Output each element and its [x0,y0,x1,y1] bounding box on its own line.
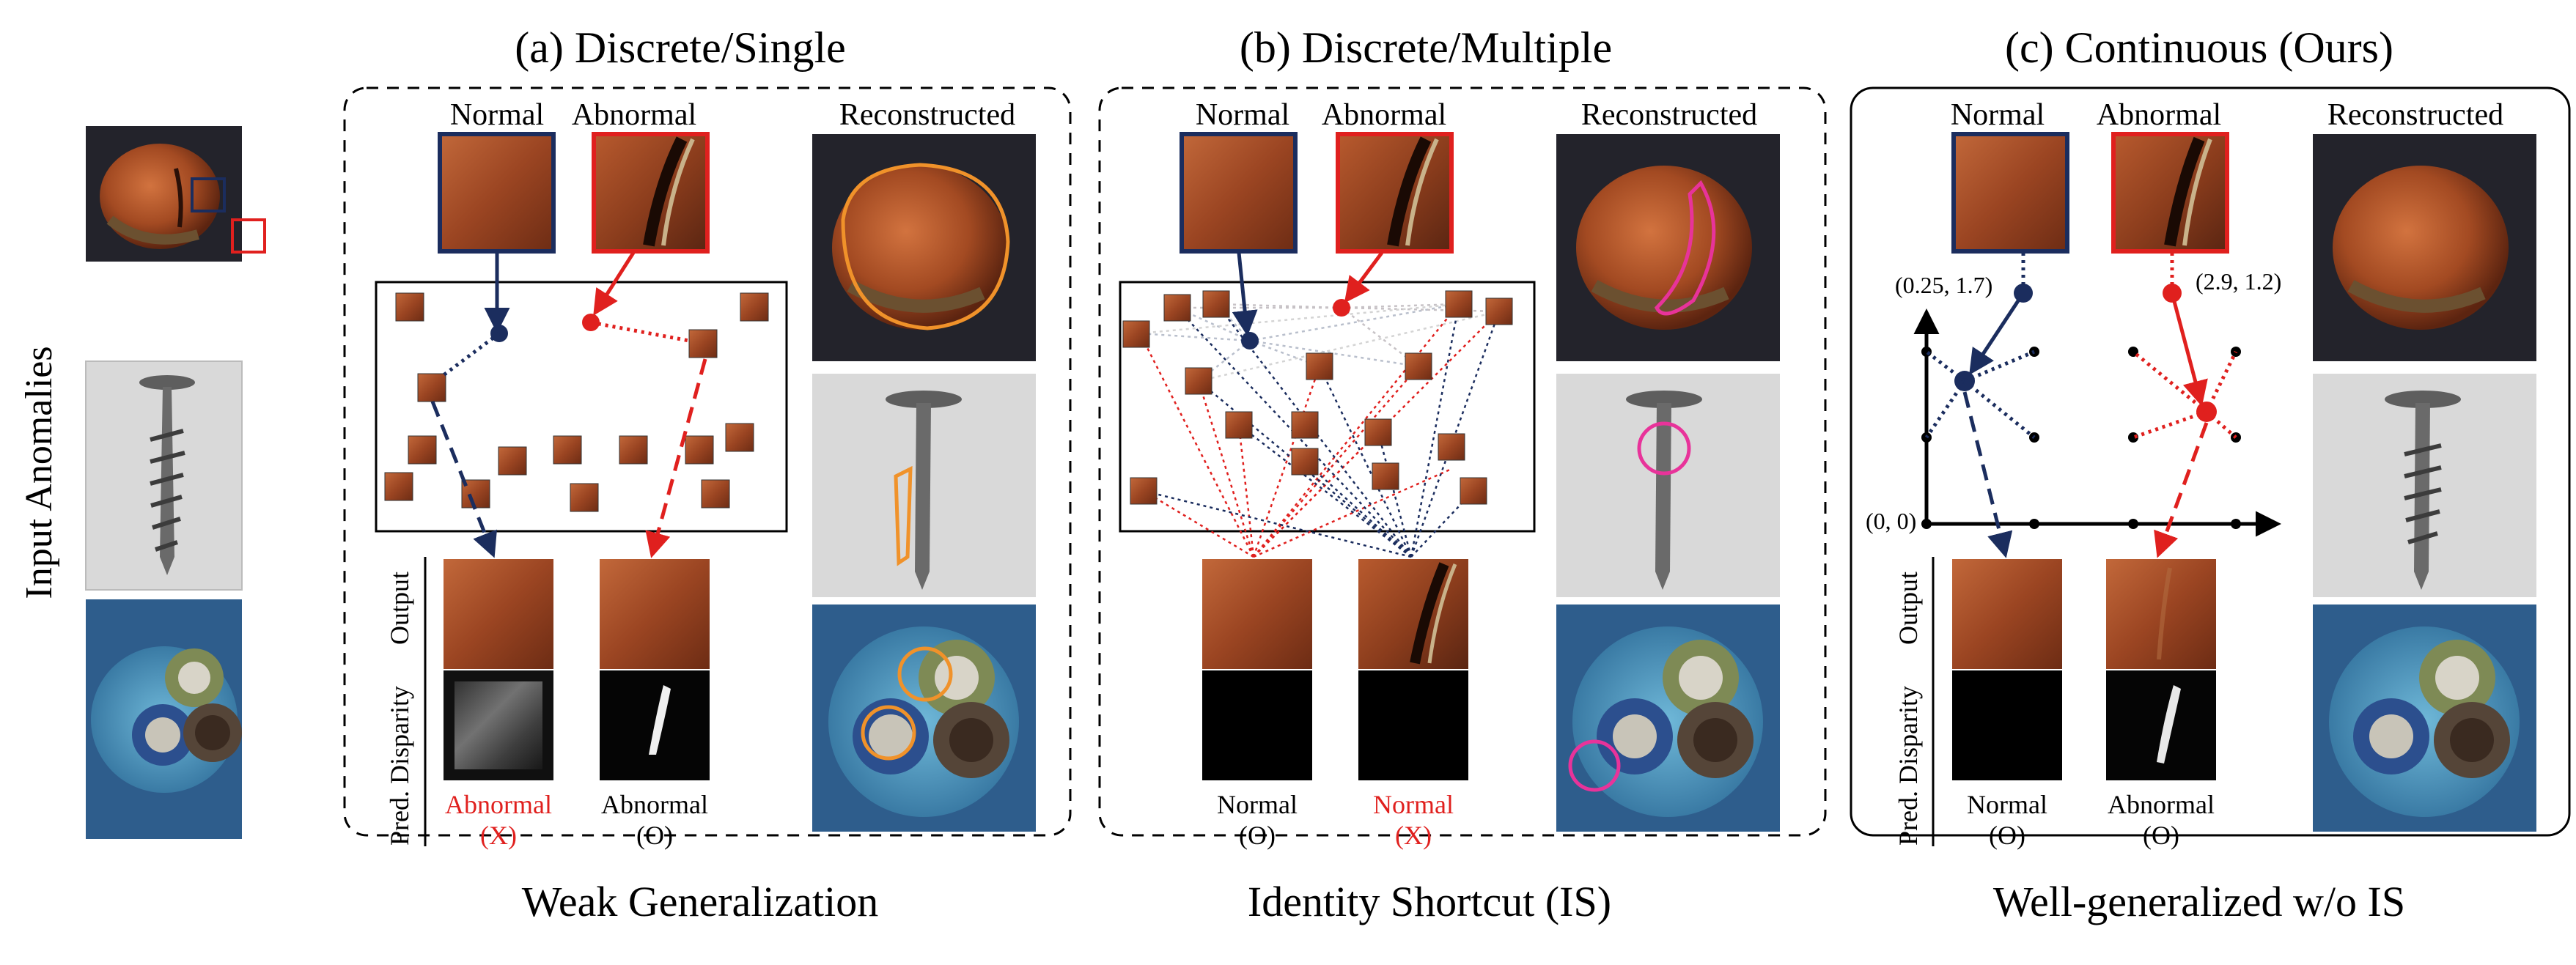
panel-b-pred-left-label: Normal [1217,790,1298,819]
panel-a-row-output-label: Output [385,572,414,645]
panel-c-reconstructed-label: Reconstructed [2327,98,2503,132]
panel-b-recon-hazelnut [1556,134,1780,361]
panel-a-codebook-box [375,281,788,533]
panel-b-normal-label: Normal [1196,98,1289,132]
panel-c-recon-hazelnut [2313,134,2536,361]
panel-c-disparity-left [1952,670,2062,780]
panel-c-disparity-right [2106,670,2216,780]
panel-b-disparity-right [1358,670,1468,780]
panel-a-disparity-right [600,670,710,780]
panel-a-pred-left-label: Abnormal [445,790,552,819]
panel-b-recon-screw [1556,374,1780,597]
panel-b-abnormal-label: Abnormal [1322,98,1446,132]
panel-b-codebook-patches [1122,290,1513,505]
abnormal-region-box [231,218,266,254]
panel-a-pred-left-mark: (X) [480,821,517,850]
panel-b-caption: Identity Shortcut (IS) [1248,878,1611,925]
panel-a-pred-right-mark: (O) [636,821,673,850]
panel-c-pred-left-mark: (O) [1989,821,2025,850]
panel-c-pred-right-mark: (O) [2143,821,2179,850]
panel-a-row-disparity-label: Pred. Disparity [385,686,414,846]
panel-c-recon-cable [2313,604,2536,832]
input-cable-image [86,599,242,839]
panel-c-row-output-label: Output [1894,572,1923,645]
panel-b-disparity-left [1202,670,1312,780]
panel-c-abnormal-label: Abnormal [2097,98,2221,132]
panel-b-codebook-box [1119,281,1536,533]
panel-a-codebook-patches [384,292,769,512]
panel-b-normal-embedding-dot [1241,332,1259,350]
panel-a-disparity-left [444,670,553,780]
panel-c-coord-abnormal: (2.9, 1.2) [2196,268,2281,295]
panel-a-normal-patch [438,132,556,254]
side-label: Input Anomalies [18,346,60,599]
panel-a-output-left [444,559,553,669]
panel-b-reconstructed-label: Reconstructed [1581,98,1757,132]
panel-b-recon-cable [1556,604,1780,832]
panel-c-normal-label: Normal [1951,98,2045,132]
panel-b-normal-patch [1180,132,1298,254]
input-screw-image [85,361,243,591]
panel-b-abnormal-patch [1336,132,1454,254]
panel-b-pred-right-label: Normal [1373,790,1454,819]
panel-b-pred-right-mark: (X) [1395,821,1432,850]
panel-c-pred-left-label: Normal [1967,790,2047,819]
panel-c-coord-origin: (0, 0) [1866,508,1916,534]
input-hazelnut-image [86,126,266,262]
panel-c-row-disparity-label: Pred. Disparity [1894,686,1923,846]
panel-a-pred-right-label: Abnormal [601,790,708,819]
panel-c-caption: Well-generalized w/o IS [1993,878,2405,925]
panel-a-abnormal-patch [592,132,710,254]
panel-c-interp-links [1924,350,2238,440]
panel-a-abnormal-label: Abnormal [572,98,696,132]
panel-a-normal-label: Normal [450,98,544,132]
panel-c-output-right [2106,559,2216,669]
panel-b-frame [1098,86,1827,837]
panel-c-output-left [1952,559,2062,669]
panel-b-pred-left-mark: (O) [1239,821,1276,850]
panel-a-recon-cable [812,604,1036,832]
panel-c-pred-right-label: Abnormal [2108,790,2215,819]
panel-b-output-right [1358,559,1468,669]
panel-b-abnormal-embedding-dot [1333,299,1350,317]
panel-b-codebook-links [1138,303,1501,558]
panel-b-title: (b) Discrete/Multiple [1240,23,1612,72]
panel-a-recon-hazelnut [812,134,1036,361]
panel-a-title: (a) Discrete/Single [515,23,846,72]
panel-c-latent-axes [1913,308,2281,537]
normal-region-box [191,177,226,212]
panel-a-recon-screw [812,374,1036,597]
panel-c-abnormal-patch [2111,132,2229,254]
panel-c-recon-screw [2313,374,2536,597]
panel-a-caption: Weak Generalization [522,878,878,925]
panel-a-frame [343,86,1072,837]
panel-b-output-left [1202,559,1312,669]
panel-c-frame [1850,86,2571,837]
panel-c-normal-patch [1951,132,2069,254]
panel-a-output-right [600,559,710,669]
panel-a-reconstructed-label: Reconstructed [839,98,1015,132]
panel-c-coord-normal: (0.25, 1.7) [1895,272,1992,298]
panel-c-title: (c) Continuous (Ours) [2005,23,2393,72]
